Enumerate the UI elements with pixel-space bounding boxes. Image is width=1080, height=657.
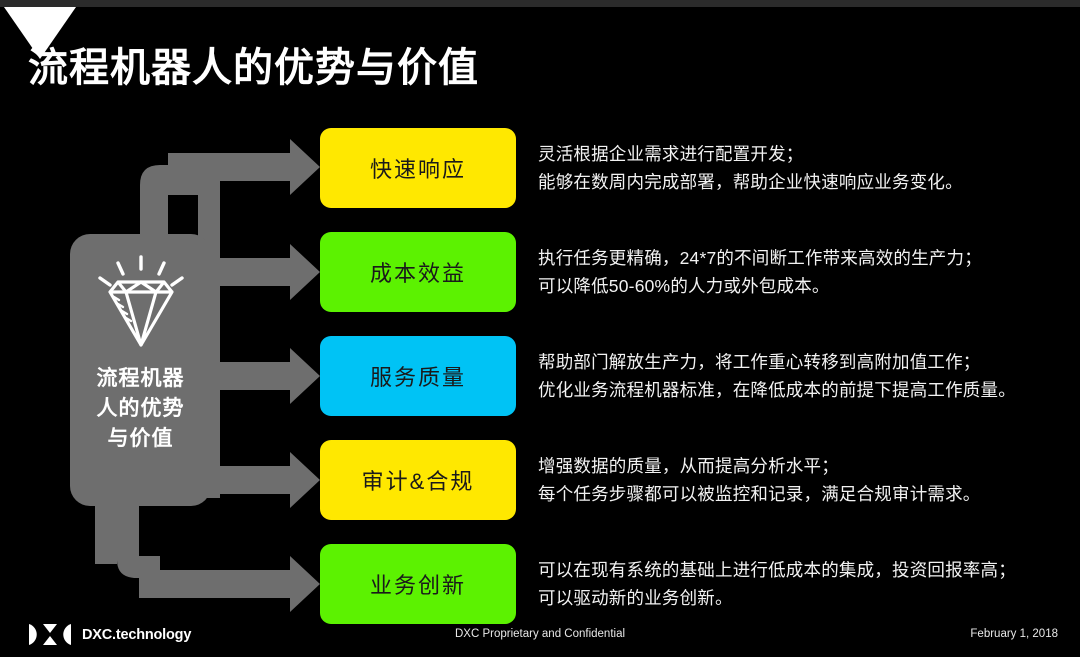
- benefit-chip[interactable]: 快速响应: [320, 128, 516, 208]
- benefit-row: 业务创新 可以在现有系统的基础上进行低成本的集成，投资回报率高； 可以驱动新的业…: [320, 544, 1080, 624]
- benefit-description: 帮助部门解放生产力，将工作重心转移到高附加值工作； 优化业务流程机器标准，在降低…: [538, 348, 1016, 405]
- diamond-icon: [97, 255, 184, 347]
- benefit-row: 成本效益 执行任务更精确，24*7的不间断工作带来高效的生产力； 可以降低50-…: [320, 232, 1080, 312]
- benefit-desc-line: 可以驱动新的业务创新。: [538, 588, 733, 608]
- corner-triangle-icon: [4, 7, 76, 59]
- benefit-desc-line: 增强数据的质量，从而提高分析水平；: [538, 455, 839, 476]
- benefit-desc-line: 执行任务更精确，24*7的不间断工作带来高效的生产力；: [538, 247, 982, 268]
- benefit-desc-line: 灵活根据企业需求进行配置开发；: [538, 143, 804, 164]
- benefit-row: 审计&合规 增强数据的质量，从而提高分析水平； 每个任务步骤都可以被监控和记录，…: [320, 440, 1080, 520]
- benefit-chip[interactable]: 审计&合规: [320, 440, 516, 520]
- benefit-desc-line: 每个任务步骤都可以被监控和记录，满足合规审计需求。: [538, 484, 981, 504]
- benefit-description: 可以在现有系统的基础上进行低成本的集成，投资回报率高； 可以驱动新的业务创新。: [538, 556, 1016, 613]
- page-title: 流程机器人的优势与价值: [28, 46, 479, 90]
- benefit-desc-line: 可以在现有系统的基础上进行低成本的集成，投资回报率高；: [538, 559, 1016, 580]
- source-label-line-2: 人的优势: [96, 396, 185, 420]
- top-band: [0, 0, 1080, 7]
- source-label-line-1: 流程机器: [96, 367, 185, 390]
- slide-footer: DXC.technology DXC Proprietary and Confi…: [0, 617, 1080, 657]
- benefit-chip[interactable]: 业务创新: [320, 544, 516, 624]
- benefit-chip[interactable]: 服务质量: [320, 336, 516, 416]
- source-label-line-3: 与价值: [107, 426, 174, 450]
- benefit-desc-line: 能够在数周内完成部署，帮助企业快速响应业务变化。: [538, 172, 963, 192]
- benefit-chip[interactable]: 成本效益: [320, 232, 516, 312]
- brand-logo: DXC.technology: [27, 623, 191, 646]
- footer-confidentiality-note: DXC Proprietary and Confidential: [454, 628, 626, 640]
- dxc-logo-icon: [29, 624, 71, 645]
- benefit-description: 灵活根据企业需求进行配置开发； 能够在数周内完成部署，帮助企业快速响应业务变化。: [538, 140, 963, 197]
- benefit-description: 增强数据的质量，从而提高分析水平； 每个任务步骤都可以被监控和记录，满足合规审计…: [538, 452, 981, 509]
- benefit-desc-line: 可以降低50-60%的人力或外包成本。: [538, 276, 830, 296]
- brand-logo-text: DXC.technology: [82, 626, 192, 643]
- benefit-desc-line: 帮助部门解放生产力，将工作重心转移到高附加值工作；: [538, 351, 981, 372]
- benefit-desc-line: 优化业务流程机器标准，在降低成本的前提下提高工作质量。: [538, 380, 1016, 400]
- footer-date: February 1, 2018: [970, 628, 1058, 640]
- benefit-row: 服务质量 帮助部门解放生产力，将工作重心转移到高附加值工作； 优化业务流程机器标…: [320, 336, 1080, 416]
- source-card[interactable]: 流程机器 人的优势 与价值: [70, 234, 211, 506]
- source-card-label: 流程机器 人的优势 与价值: [97, 364, 185, 453]
- benefit-description: 执行任务更精确，24*7的不间断工作带来高效的生产力； 可以降低50-60%的人…: [538, 244, 982, 301]
- benefit-row: 快速响应 灵活根据企业需求进行配置开发； 能够在数周内完成部署，帮助企业快速响应…: [320, 128, 1080, 208]
